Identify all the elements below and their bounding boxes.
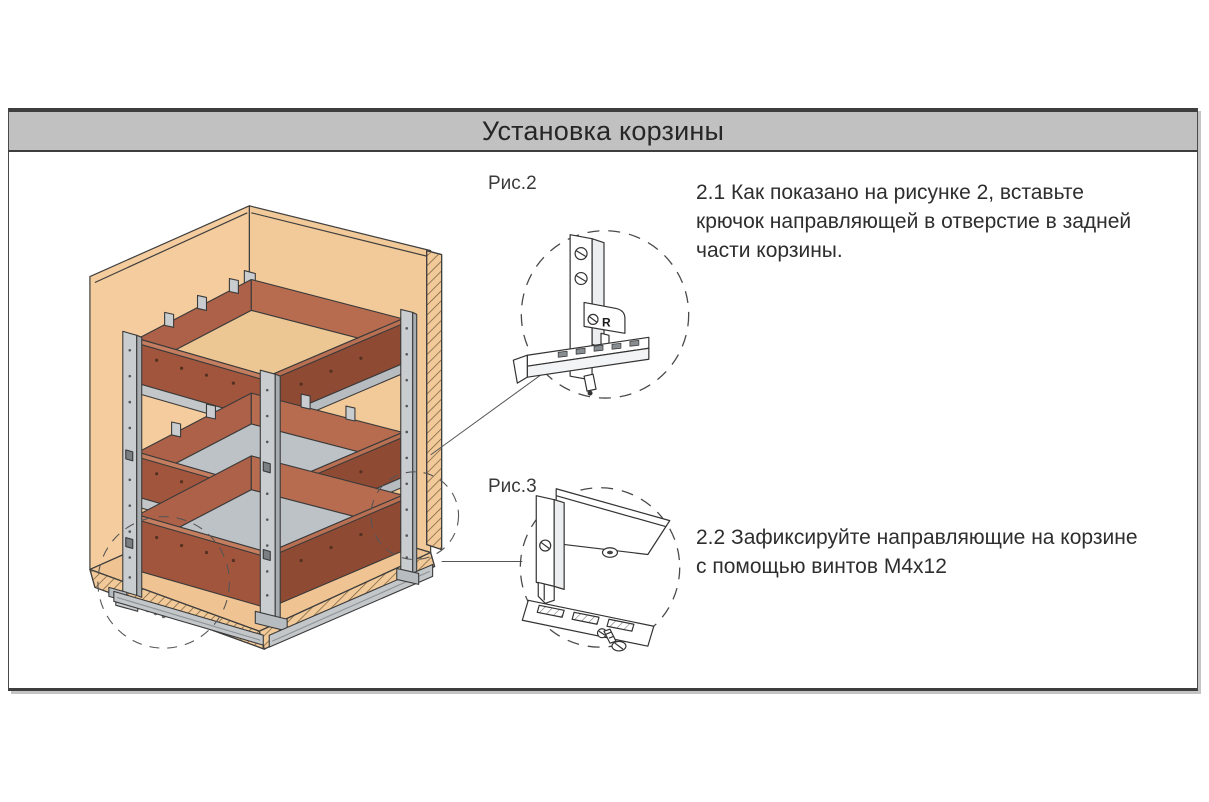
basket-slide-rails <box>108 563 434 648</box>
instruction-line: крючок направляющей в отверстие в задней <box>696 210 1132 233</box>
detail-region-left <box>97 516 230 649</box>
leader-lines <box>430 372 544 562</box>
bracket-r-marking: R <box>602 315 611 329</box>
basket-right-post <box>400 308 418 578</box>
instruction-line: с помощью винтов М4х12 <box>696 555 947 578</box>
document-frame: Установка корзины <box>8 108 1198 691</box>
cabinet-illustration: R <box>89 205 690 652</box>
fig2-detail-circle <box>520 230 690 399</box>
basket-left-post <box>122 330 143 598</box>
title-bar: Установка корзины <box>8 108 1198 152</box>
fig3-screw-detail <box>519 487 681 652</box>
m4x12-screw <box>603 628 627 652</box>
fig2-label: Рис.2 <box>488 173 537 194</box>
page-title: Установка корзины <box>481 115 725 146</box>
fig3-label: Рис.3 <box>488 476 537 497</box>
leader-line-fig2 <box>430 372 544 456</box>
fig2-hook-detail: R <box>512 230 690 399</box>
instruction-line: 2.1 Как показано на рисунке 2, вставьте <box>696 181 1084 204</box>
basket-front-post <box>259 369 281 620</box>
pullout-basket <box>108 270 434 648</box>
instruction-step-2-1: 2.1 Как показано на рисунке 2, вставьте … <box>696 178 1206 265</box>
detail-region-right <box>370 471 460 561</box>
instruction-line: части корзины. <box>696 239 843 262</box>
fig3-detail-circle <box>519 487 681 648</box>
basket-tier-3 <box>129 455 412 609</box>
instruction-step-2-2: 2.2 Зафиксируйте направляющие на корзине… <box>696 523 1206 581</box>
content-panel: R <box>8 152 1198 691</box>
basket-bottom-panel <box>555 488 671 556</box>
instruction-line: 2.2 Зафиксируйте направляющие на корзине <box>696 526 1138 549</box>
